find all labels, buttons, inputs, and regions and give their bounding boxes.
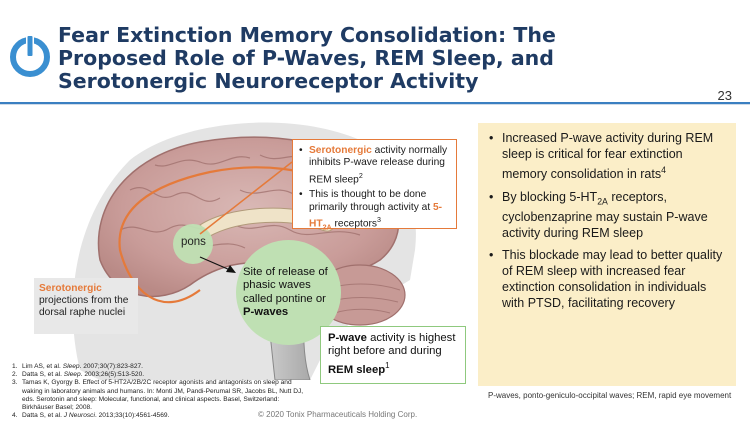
copyright-notice: © 2020 Tonix Pharmaceuticals Holding Cor… bbox=[258, 410, 418, 419]
key-point-2: By blocking 5-HT2A receptors, cyclobenza… bbox=[488, 190, 728, 242]
reference-item: 2. Datta S, et al. Sleep. 2003;26(5):513-… bbox=[12, 371, 312, 379]
p-wave-activity-box: P-wave activity is highest right before … bbox=[320, 326, 466, 384]
company-logo-icon bbox=[10, 34, 50, 77]
callout-after-2: receptors bbox=[331, 218, 377, 230]
callout-bullet-1: Serotonergic activity normally inhibits … bbox=[299, 145, 450, 186]
phasic-text: Site of release of phasic waves called p… bbox=[243, 266, 328, 305]
reference-item: 1. Lim AS, et al. Sleep. 2007;30(7):823-8… bbox=[12, 363, 312, 371]
ref-num: 1. bbox=[12, 363, 18, 370]
callout-bullet-2: This is thought to be done primarily thr… bbox=[299, 189, 450, 233]
ref-post: . 2003;26(5):513-520. bbox=[80, 371, 145, 379]
header-divider bbox=[0, 102, 750, 104]
key-point-1-sup: 4 bbox=[661, 164, 666, 175]
ref-num: 2. bbox=[12, 371, 18, 379]
callout-text-1: activity normally inhibits P-wave releas… bbox=[309, 145, 448, 185]
serotonergic-projection-box: Serotonergic projections from the dorsal… bbox=[34, 278, 138, 334]
pons-label: pons bbox=[181, 236, 206, 248]
key-point-2-sub: 2A bbox=[597, 196, 608, 207]
serotonergic-callout: Serotonergic activity normally inhibits … bbox=[292, 139, 457, 231]
serotonergic-pathway bbox=[118, 166, 351, 304]
ref-pre: Lim AS, et al. bbox=[22, 363, 63, 370]
title-line-3: Serotonergic Neuroreceptor Activity bbox=[58, 69, 479, 93]
ref-journal: Sleep bbox=[63, 371, 81, 379]
abbreviations-note: P-waves, ponto-geniculo-occipital waves;… bbox=[488, 391, 732, 400]
callout-highlight-1: Serotonergic bbox=[309, 145, 372, 156]
ref-pre: Tamas K, Gyorgy B. Effect of 5-HT2A/2B/2… bbox=[22, 379, 304, 412]
ref-pre: Datta S, et al. bbox=[22, 412, 64, 420]
references-list: 1. Lim AS, et al. Sleep. 2007;30(7):823-8… bbox=[12, 363, 312, 420]
key-points-panel: Increased P-wave activity during REM sle… bbox=[478, 123, 736, 386]
callout-sup-1: 2 bbox=[358, 171, 363, 180]
ref-journal: J Neurosci bbox=[63, 412, 95, 420]
title-line-2: Proposed Role of P-Waves, REM Sleep, and bbox=[58, 46, 554, 70]
sero-text: projections from the dorsal raphe nuclei bbox=[39, 295, 129, 318]
key-point-2-post: receptors, cyclobenzaprine may sustain P… bbox=[502, 189, 708, 240]
key-point-1-text: Increased P-wave activity during REM sle… bbox=[502, 131, 714, 181]
ref-post: . 2013;33(10):4561-4569. bbox=[94, 412, 170, 420]
callout-highlight-2: 5-HT bbox=[309, 201, 443, 230]
ref-num: 3. bbox=[12, 379, 18, 387]
ref-pre: Datta S, et al. bbox=[22, 371, 64, 379]
key-point-1: Increased P-wave activity during REM sle… bbox=[488, 131, 728, 183]
sero-title: Serotonergic bbox=[39, 283, 102, 294]
pwave-text: activity is highest right before and dur… bbox=[328, 332, 456, 358]
pwave-sup: 1 bbox=[385, 360, 390, 370]
page-title: Fear Extinction Memory Consolidation: Th… bbox=[58, 24, 678, 93]
phasic-wave-text: Site of release of phasic waves called p… bbox=[243, 266, 339, 320]
ref-post: . 2007;30(7):823-827. bbox=[79, 363, 143, 370]
phasic-bold: P-waves bbox=[243, 306, 289, 319]
header-divider-shadow bbox=[0, 104, 750, 105]
key-point-3-text: This blockade may lead to better quality… bbox=[502, 248, 723, 310]
key-point-2-pre: By blocking 5-HT bbox=[502, 189, 598, 204]
reference-item: 4. Datta S, et al. J Neurosci. 2013;33(10… bbox=[12, 412, 312, 420]
pwave-bold: P-wave bbox=[328, 332, 367, 344]
callout-sub-2: 2A bbox=[322, 223, 332, 232]
ref-journal: Sleep bbox=[62, 363, 80, 370]
pwave-bold-2: REM sleep bbox=[328, 363, 386, 376]
callout-sup-2: 3 bbox=[377, 215, 381, 224]
key-point-3: This blockade may lead to better quality… bbox=[488, 248, 728, 311]
title-line-1: Fear Extinction Memory Consolidation: Th… bbox=[58, 23, 556, 47]
ref-num: 4. bbox=[12, 412, 18, 420]
pons-marker bbox=[173, 224, 213, 264]
reference-item: 3. Tamas K, Gyorgy B. Effect of 5-HT2A/2B… bbox=[12, 379, 312, 412]
page-number: 23 bbox=[717, 88, 732, 103]
callout-text-2: This is thought to be done primarily thr… bbox=[309, 189, 433, 213]
